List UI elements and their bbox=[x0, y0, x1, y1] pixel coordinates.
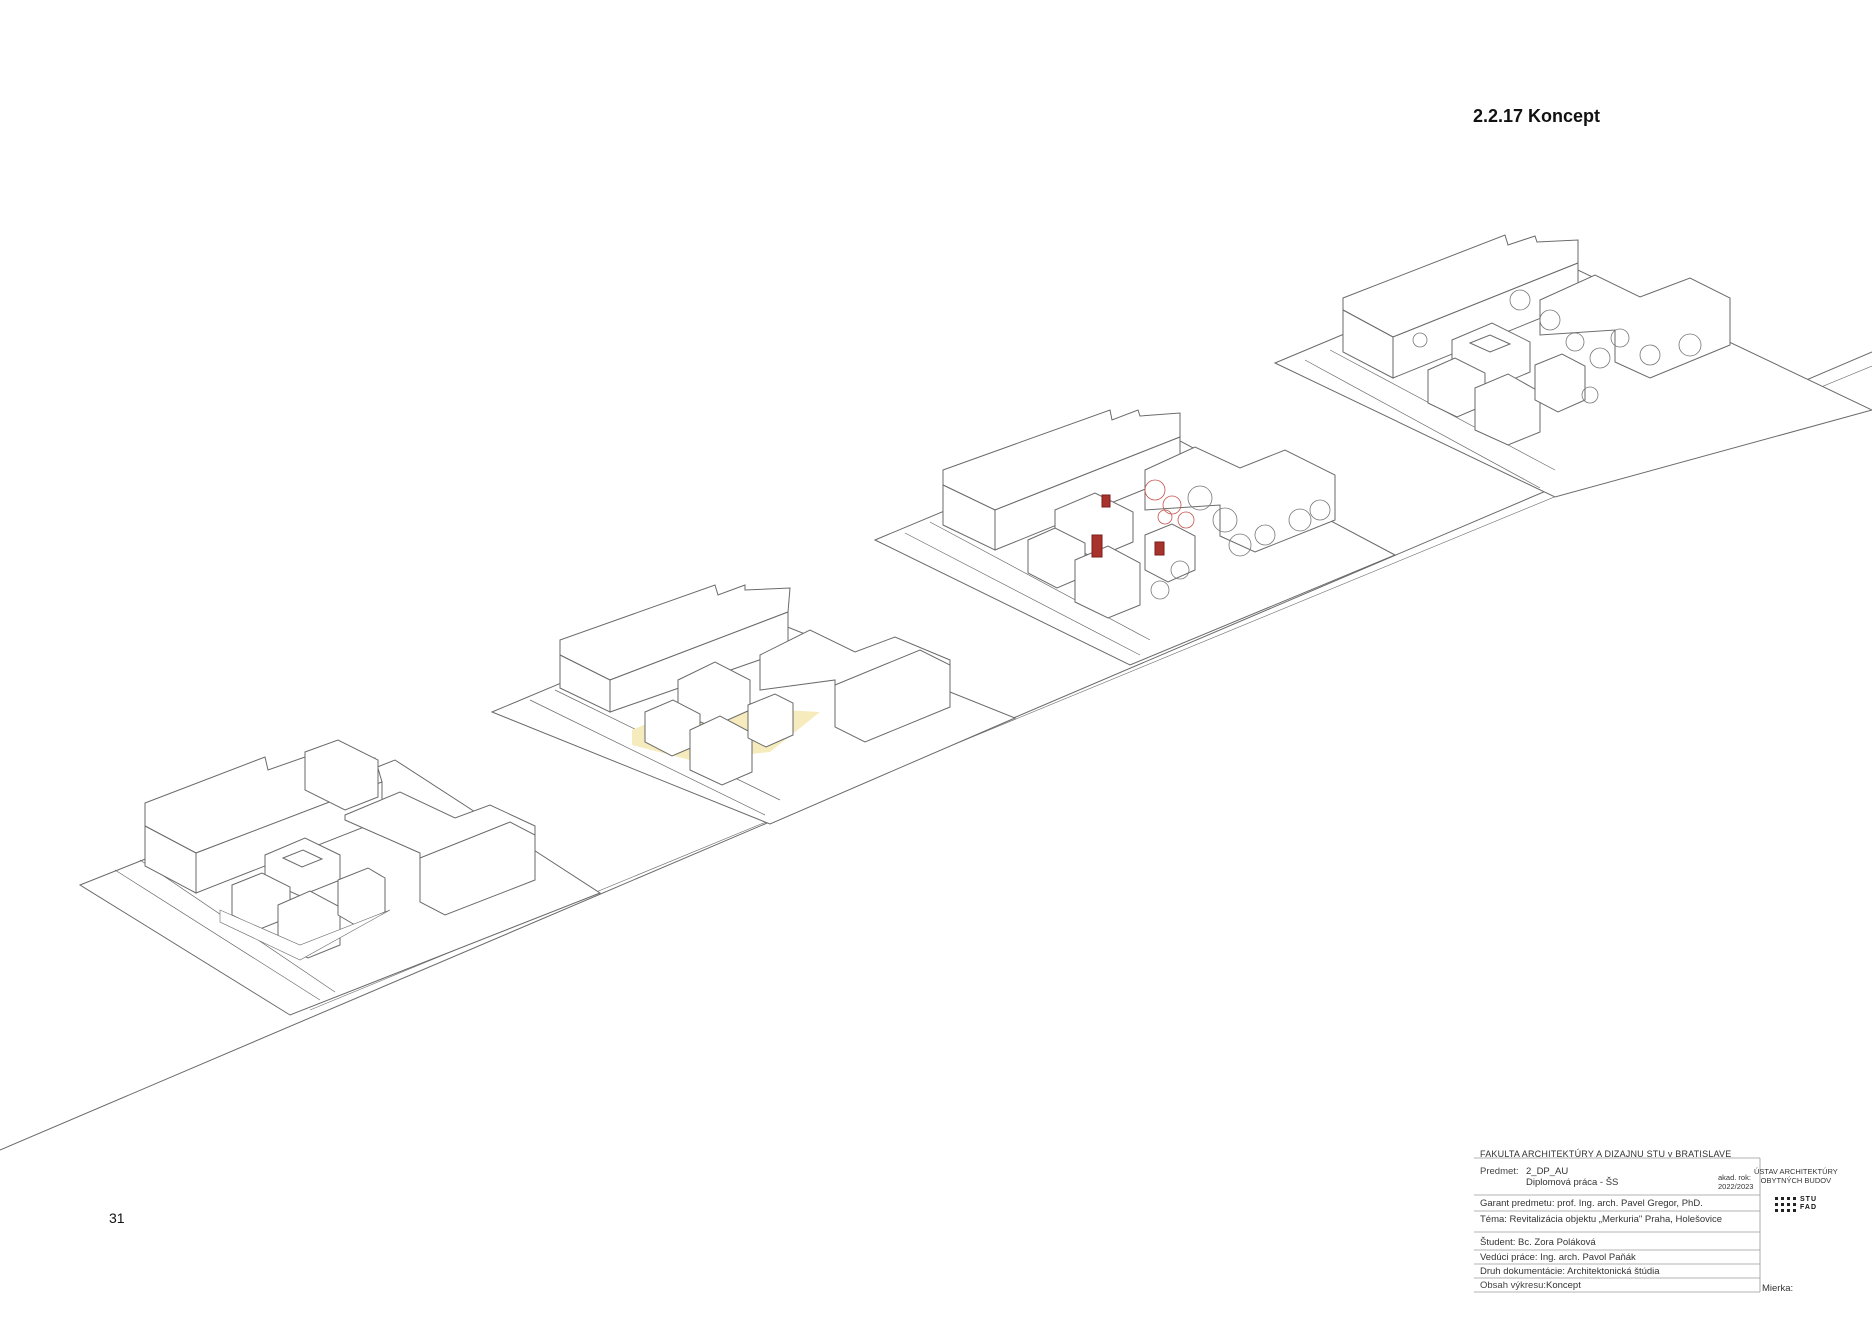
block-c bbox=[747, 693, 794, 748]
year-label: akad. rok: bbox=[1718, 1173, 1751, 1182]
supervisor: Vedúci práce: Ing. arch. Pavol Paňák bbox=[1480, 1252, 1636, 1263]
concept-stage-4 bbox=[1273, 234, 1872, 498]
trees bbox=[1412, 289, 1702, 404]
brick-element bbox=[1091, 534, 1103, 558]
logo-line-1: STU bbox=[1800, 1196, 1817, 1203]
road-edge bbox=[904, 521, 1151, 656]
title-block: FAKULTA ARCHITEKTÚRY A DIZAJNU STU v BRA… bbox=[1474, 1146, 1872, 1296]
block-b bbox=[1474, 373, 1541, 446]
guarantor: Garant predmetu: prof. Ing. arch. Pavel … bbox=[1480, 1198, 1703, 1209]
school-name: FAKULTA ARCHITEKTÚRY A DIZAJNU STU v BRA… bbox=[1480, 1149, 1732, 1159]
u-building bbox=[1144, 446, 1336, 553]
roof-frame bbox=[1468, 334, 1512, 353]
tower-block bbox=[304, 739, 379, 811]
student: Študent: Bc. Zora Poláková bbox=[1480, 1237, 1596, 1248]
concept-stage-1 bbox=[78, 739, 602, 1016]
block-b bbox=[1074, 545, 1141, 619]
subject-code: 2_DP_AU bbox=[1526, 1166, 1569, 1177]
logo-dots-icon bbox=[1775, 1196, 1796, 1212]
u-building bbox=[1539, 274, 1731, 379]
doc-type: Druh dokumentácie: Architektonická štúdi… bbox=[1480, 1266, 1660, 1277]
brick-element bbox=[1101, 494, 1111, 508]
logo-line-2: FAD bbox=[1800, 1204, 1817, 1211]
department-line-1: ÚSTAV ARCHITEKTÚRY bbox=[1754, 1167, 1838, 1176]
subject-name: Diplomová práca - ŠS bbox=[1526, 1177, 1619, 1188]
title-block-frame bbox=[1474, 1157, 1761, 1293]
block-b bbox=[689, 715, 753, 786]
year-value: 2022/2023 bbox=[1718, 1182, 1754, 1191]
department-name: ÚSTAV ARCHITEKTÚRY OBYTNÝCH BUDOV bbox=[1754, 1167, 1838, 1185]
brick-element bbox=[1154, 541, 1165, 556]
plinth bbox=[219, 909, 391, 961]
block-c bbox=[1534, 353, 1586, 413]
trees bbox=[1144, 479, 1195, 529]
topic: Téma: Revitalizácia objektu „Merkuria" P… bbox=[1480, 1214, 1723, 1225]
drawing-content-label: Obsah výkresu: bbox=[1480, 1280, 1546, 1291]
page-number: 31 bbox=[109, 1210, 125, 1226]
logo-text: STU FAD bbox=[1800, 1196, 1817, 1212]
department-line-2: OBYTNÝCH BUDOV bbox=[1760, 1176, 1832, 1185]
trees bbox=[1150, 485, 1331, 600]
concept-stage-3 bbox=[873, 409, 1397, 666]
scale-label: Mierka: bbox=[1762, 1283, 1794, 1294]
stu-fad-logo: STU FAD bbox=[1775, 1196, 1817, 1212]
concept-stage-2 bbox=[490, 584, 1017, 825]
roof-frame bbox=[281, 849, 324, 868]
slab-building bbox=[834, 649, 951, 743]
slab-building bbox=[419, 821, 536, 916]
page-title: 2.2.17 Koncept bbox=[1473, 106, 1601, 126]
block-c bbox=[1144, 523, 1196, 583]
subject-label: Predmet: bbox=[1480, 1166, 1519, 1177]
drawing-content: Koncept bbox=[1546, 1280, 1581, 1291]
